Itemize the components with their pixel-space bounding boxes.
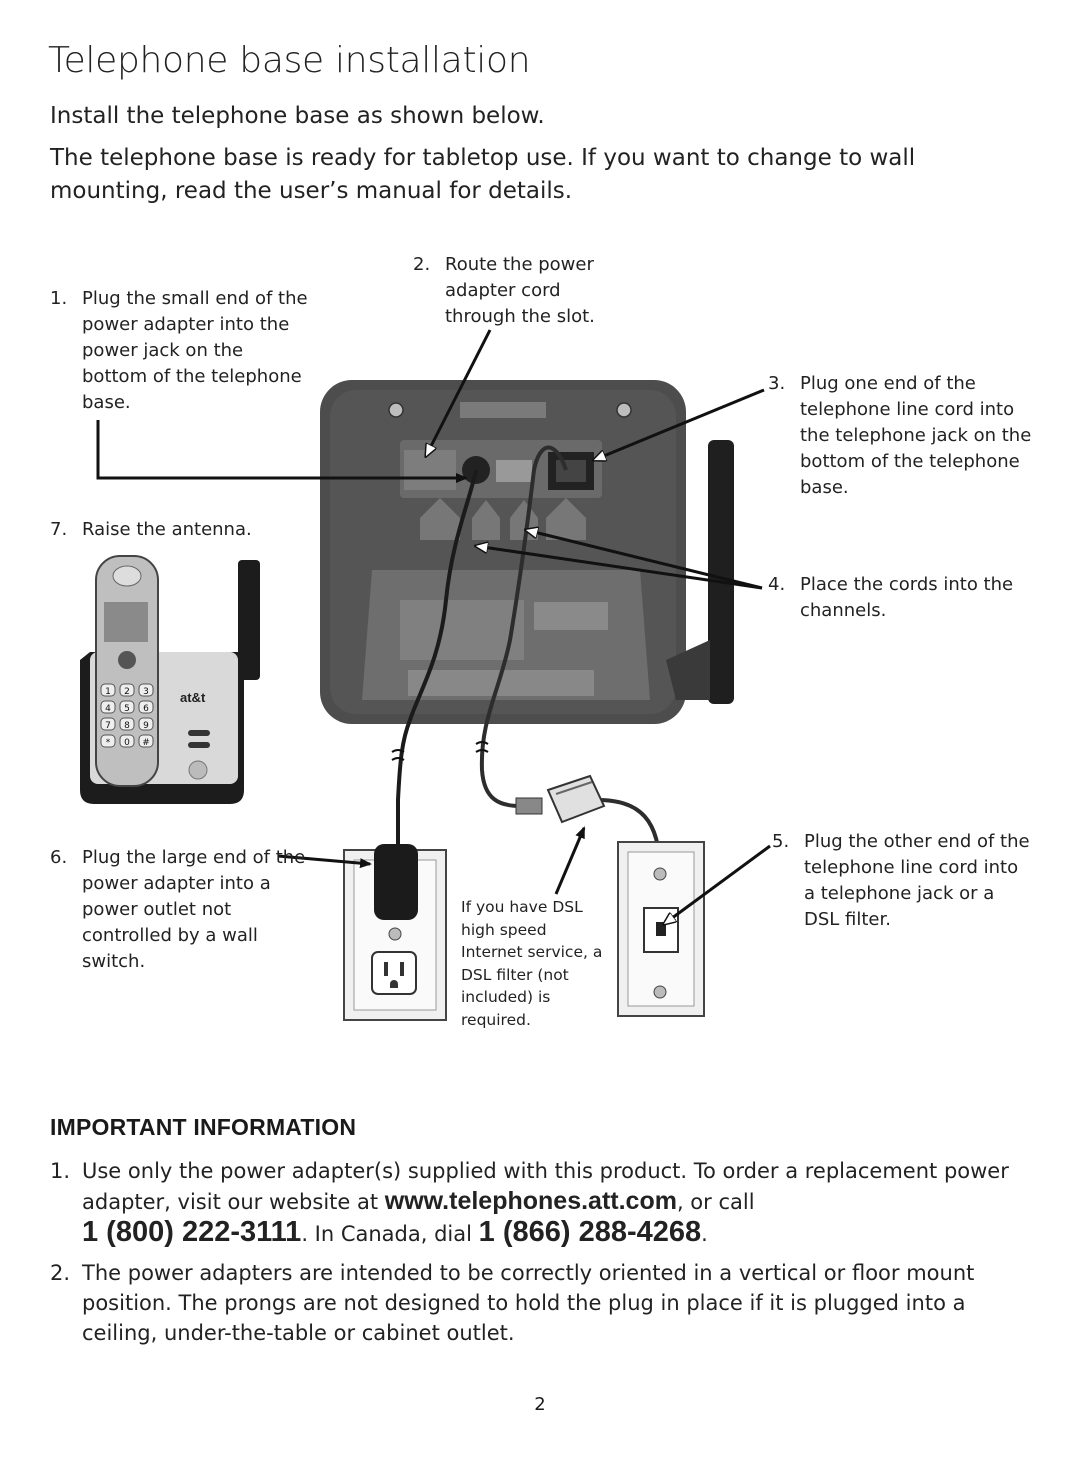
item-text-part: Use only the power adapter(s) supplied w… xyxy=(82,1159,1009,1214)
step-number: 5. xyxy=(772,831,790,852)
step-text: Plug the small end of the power adapter … xyxy=(82,288,308,413)
keypad-key xyxy=(138,717,154,731)
power-cord xyxy=(391,469,478,846)
phone-canada: 1 (866) 288-4268 xyxy=(478,1216,702,1248)
keypad-key-label: 8 xyxy=(124,721,130,731)
step-7-callout: 7. Raise the antenna. xyxy=(50,517,312,543)
step-4-callout: 4. Place the cords into the channels. xyxy=(768,572,1030,624)
keypad-key xyxy=(119,734,135,748)
step-number: 6. xyxy=(50,847,68,868)
intro-line-1: Install the telephone base as shown belo… xyxy=(50,103,545,129)
keypad-key-label: 6 xyxy=(143,704,149,714)
item-text-part: . In Canada, dial xyxy=(301,1222,479,1246)
step-text: Plug the large end of the power adapter … xyxy=(82,847,306,972)
keypad-key xyxy=(119,700,135,714)
step-number: 7. xyxy=(50,519,68,540)
page-number: 2 xyxy=(534,1394,546,1415)
step-text: Plug the other end of the telephone line… xyxy=(804,831,1030,930)
step-number: 2. xyxy=(413,254,431,275)
step-3-callout: 3. Plug one end of the telephone line co… xyxy=(768,371,1040,501)
screw-icon xyxy=(388,402,404,418)
keypad-key-label: # xyxy=(142,738,150,748)
keypad-key-label: 5 xyxy=(124,704,130,714)
screw-icon xyxy=(616,402,632,418)
installation-diagram: 1 2 3 4 5 6 7 8 9 * 0 # at&t xyxy=(80,329,771,1021)
step-5-callout: 5. Plug the other end of the telephone l… xyxy=(772,829,1034,933)
website-link[interactable]: www.telephones.att.com xyxy=(384,1187,677,1215)
keypad-key-label: 7 xyxy=(105,721,111,731)
item-text-part: , or call xyxy=(676,1190,755,1214)
wall-power-outlet xyxy=(343,844,447,1021)
step-text: Route the power adapter cord through the… xyxy=(445,254,595,327)
keypad-key-label: 3 xyxy=(143,687,149,697)
keypad-key-label: 2 xyxy=(124,687,130,697)
item-number: 1. xyxy=(50,1159,71,1183)
keypad-key-label: 9 xyxy=(143,721,149,731)
keypad-key xyxy=(138,683,154,697)
keypad: 1 2 3 4 5 6 7 8 9 * 0 # xyxy=(100,683,154,748)
important-item-1: 1. Use only the power adapter(s) supplie… xyxy=(50,1156,1040,1249)
important-heading: IMPORTANT INFORMATION xyxy=(50,1114,357,1140)
telephone-base xyxy=(320,380,734,724)
callout-lines xyxy=(96,329,771,924)
keypad-key xyxy=(119,717,135,731)
handset-antenna xyxy=(238,560,260,680)
keypad-key-label: 0 xyxy=(124,738,130,748)
keypad-key-label: * xyxy=(106,738,111,748)
keypad-key xyxy=(138,734,154,748)
dsl-filter xyxy=(546,774,606,824)
item-text: The power adapters are intended to be co… xyxy=(82,1261,975,1345)
phone-us: 1 (800) 222-3111 xyxy=(82,1216,302,1248)
keypad-key xyxy=(100,734,116,748)
item-number: 2. xyxy=(50,1261,71,1285)
item-text: Use only the power adapter(s) supplied w… xyxy=(50,1156,1040,1249)
keypad-key xyxy=(119,683,135,697)
item-text-part: . xyxy=(701,1222,708,1246)
important-item-2: 2. The power adapters are intended to be… xyxy=(50,1258,1040,1348)
dsl-note: If you have DSL high speed Internet serv… xyxy=(461,898,603,1029)
keypad-key xyxy=(100,683,116,697)
keypad-key xyxy=(100,717,116,731)
step-text: Plug one end of the telephone line cord … xyxy=(800,373,1032,498)
handset-and-charger: 1 2 3 4 5 6 7 8 9 * 0 # at&t xyxy=(80,555,260,804)
intro-line-2: The telephone base is ready for tabletop… xyxy=(50,145,916,204)
base-antenna xyxy=(708,440,734,704)
step-6-callout: 6. Plug the large end of the power adapt… xyxy=(50,845,312,975)
step-number: 4. xyxy=(768,574,786,595)
keypad-key xyxy=(100,700,116,714)
page-title: Telephone base installation xyxy=(48,40,531,81)
handset-brand: at&t xyxy=(180,690,206,705)
step-1-callout: 1. Plug the small end of the power adapt… xyxy=(50,286,312,416)
step-number: 1. xyxy=(50,288,68,309)
wall-telephone-jack xyxy=(617,841,705,1017)
keypad-key-label: 1 xyxy=(105,687,111,697)
power-adapter-plug xyxy=(374,844,418,920)
keypad-key-label: 4 xyxy=(105,704,111,714)
step-text: Raise the antenna. xyxy=(82,519,252,540)
keypad-key xyxy=(138,700,154,714)
step-text: Place the cords into the channels. xyxy=(800,574,1014,621)
step-2-callout: 2. Route the power adapter cord through … xyxy=(413,252,633,330)
step-number: 3. xyxy=(768,373,786,394)
